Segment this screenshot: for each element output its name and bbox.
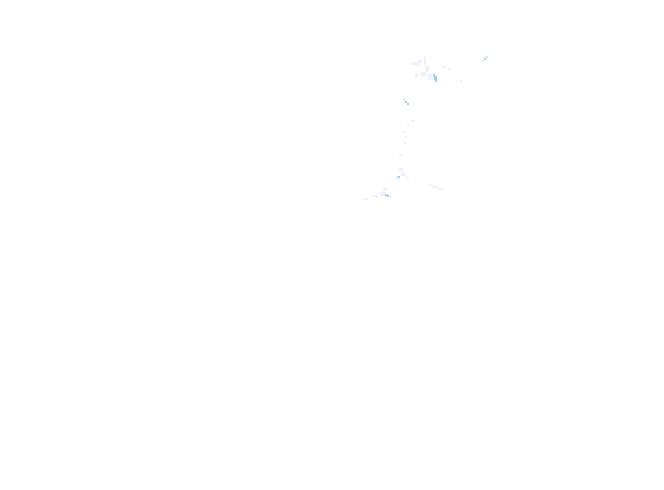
sketch-feet-accent bbox=[376, 176, 400, 197]
sketch-lower-cluster bbox=[363, 168, 444, 200]
sketch-arm bbox=[481, 56, 488, 62]
sketch-upper-cluster bbox=[411, 57, 462, 82]
sketch-torso bbox=[399, 98, 414, 156]
sketch-accent-stroke bbox=[433, 74, 437, 82]
